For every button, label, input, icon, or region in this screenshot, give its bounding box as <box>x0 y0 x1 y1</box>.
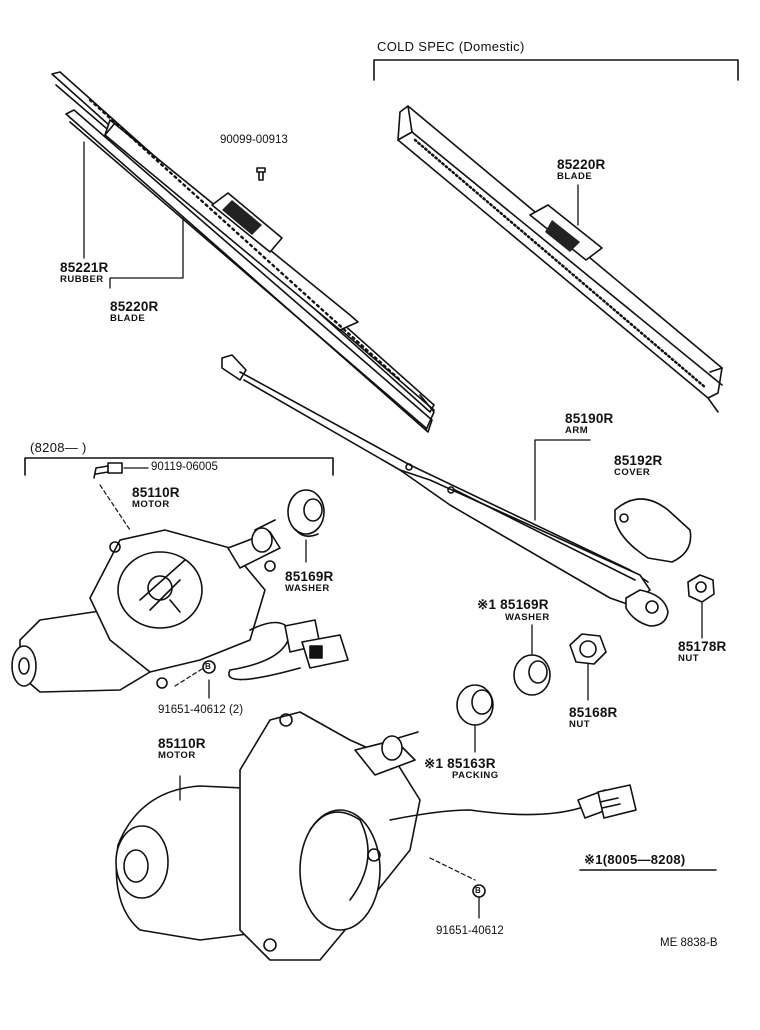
cover-85192-name: COVER <box>614 467 651 478</box>
packing-85163-number: ※1 85163R <box>424 756 496 771</box>
packing-85163 <box>456 684 494 726</box>
nut-85168 <box>569 633 607 665</box>
nut-85178-name: NUT <box>678 653 700 664</box>
b-marker-icon-2 <box>472 884 486 898</box>
wiper-motor-top <box>11 519 349 693</box>
motor-85110-top-number: 85110R <box>132 485 180 500</box>
rubber-85221-name: RUBBER <box>60 274 104 285</box>
cold-spec-header: COLD SPEC (Domestic) <box>377 39 525 54</box>
bolt-91651-x2-number: 91651-40612 (2) <box>158 704 244 716</box>
bolt-91651-single-number: 91651-40612 <box>436 925 504 937</box>
screw-90099-icon <box>256 167 266 181</box>
nut-85168-name: NUT <box>569 719 591 730</box>
blade-85220-left-number: 85220R <box>110 299 159 314</box>
range-8208-label: (8208— ) <box>30 440 87 455</box>
motor-85110-bottom-name: MOTOR <box>158 750 196 761</box>
washer-85169-asterisk <box>513 654 551 696</box>
cold-spec-bracket <box>373 59 739 81</box>
washer-85169-top <box>287 489 325 538</box>
packing-85163-name: PACKING <box>452 770 499 781</box>
washer-85169-asterisk-number: ※1 85169R <box>477 597 549 612</box>
washer-85169-top-number: 85169R <box>285 569 334 584</box>
wiper-arm <box>221 354 669 627</box>
rubber-85221-number: 85221R <box>60 260 109 275</box>
motor-85110-bottom-number: 85110R <box>158 736 206 751</box>
nut-85178 <box>687 574 715 603</box>
cold-spec-blade <box>397 105 723 413</box>
b-marker-label: B <box>205 662 212 671</box>
range-8208-bracket <box>24 457 334 476</box>
nut-85178-number: 85178R <box>678 639 727 654</box>
blade-85220-cold-number: 85220R <box>557 157 606 172</box>
screw-90099-number: 90099-00913 <box>220 134 288 146</box>
bolt-90119-icon <box>93 462 123 479</box>
asterisk-range-label: ※1(8005—8208) <box>584 852 686 867</box>
nut-85168-number: 85168R <box>569 705 618 720</box>
arm-85190-number: 85190R <box>565 411 614 426</box>
arm-85190-name: ARM <box>565 425 589 436</box>
b-marker-icon <box>202 660 216 674</box>
washer-85169-top-name: WASHER <box>285 583 330 594</box>
arm-cover <box>614 498 692 563</box>
diagram-code: ME 8838-B <box>660 937 718 949</box>
b-marker-label-2: B <box>475 886 482 895</box>
washer-85169-asterisk-name: WASHER <box>505 612 550 623</box>
left-wiper-blade <box>51 71 435 433</box>
motor-85110-top-name: MOTOR <box>132 499 170 510</box>
blade-85220-cold-name: BLADE <box>557 171 593 182</box>
bolt-90119-number: 90119-06005 <box>151 461 218 473</box>
cover-85192-number: 85192R <box>614 453 663 468</box>
wiper-motor-bottom <box>115 711 637 961</box>
blade-85220-left-name: BLADE <box>110 313 146 324</box>
